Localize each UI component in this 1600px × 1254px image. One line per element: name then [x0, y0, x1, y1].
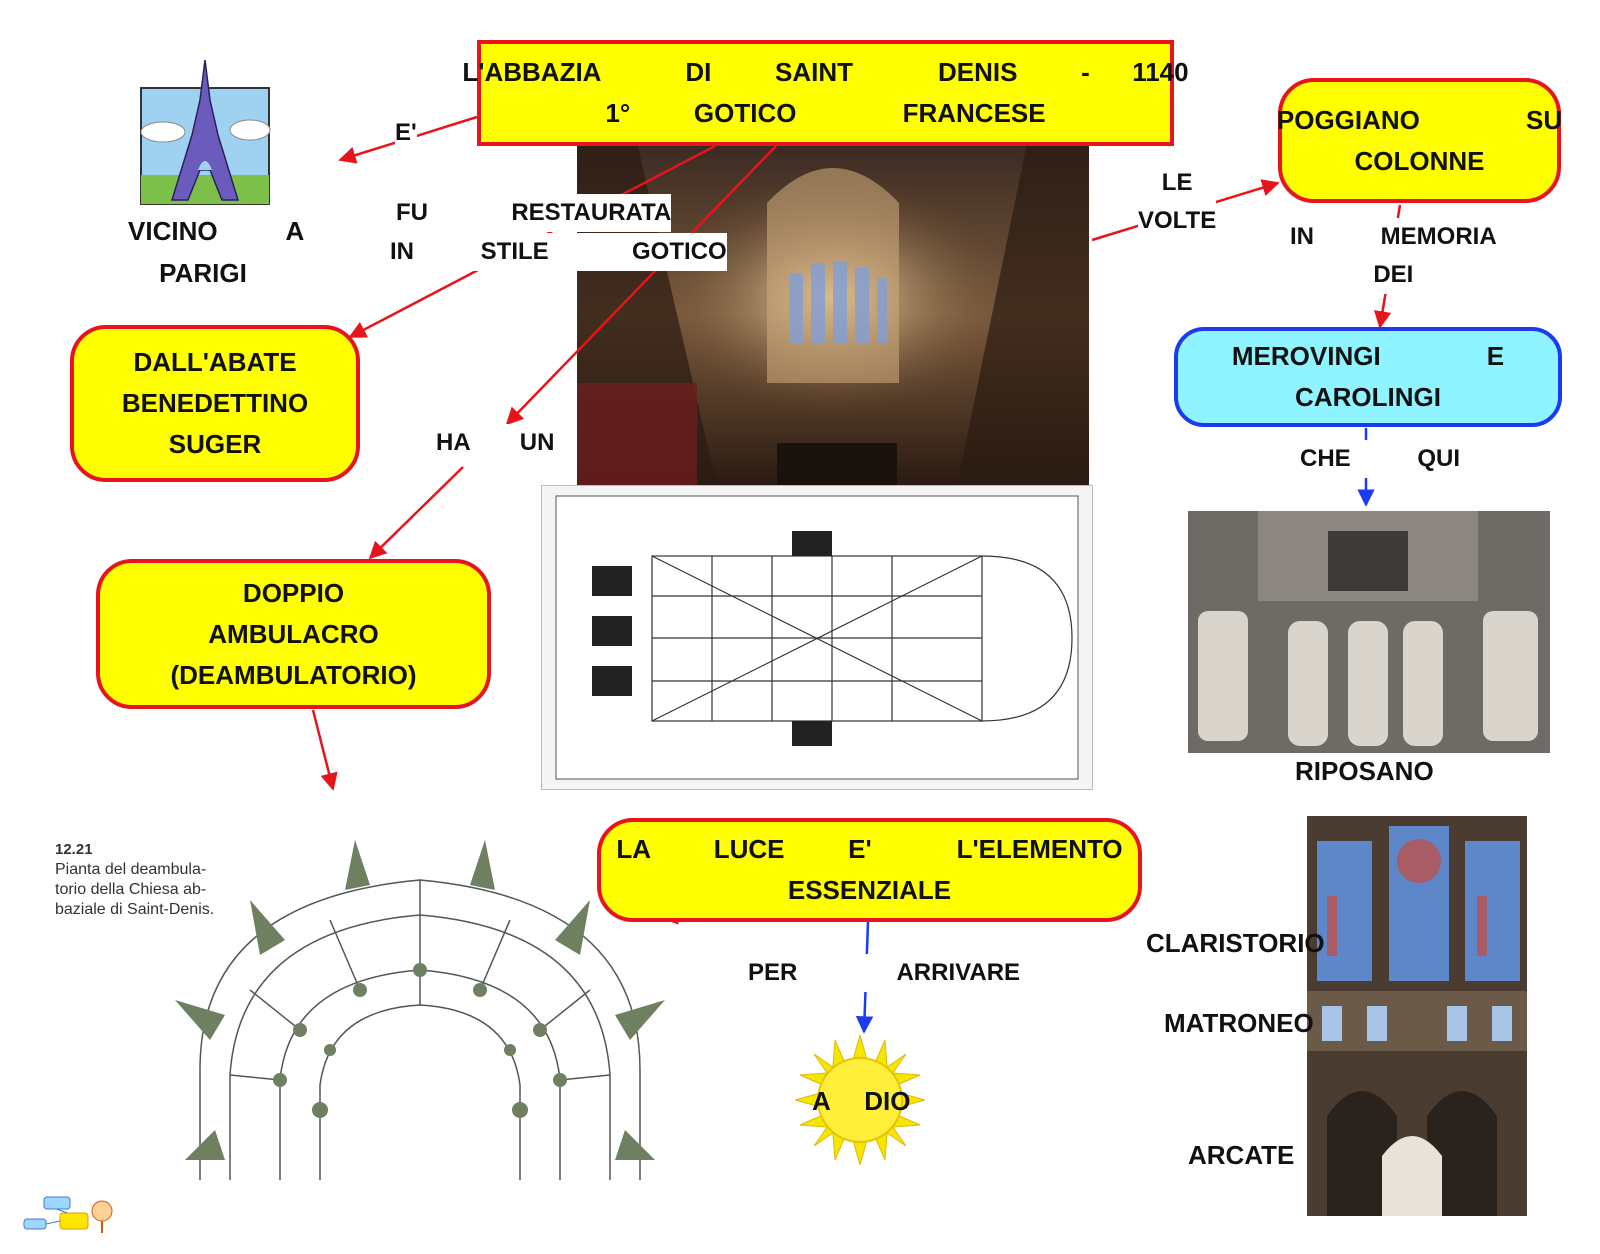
- arrow-ha-un-to-ambulacro: [368, 466, 464, 560]
- label-riposano: RIPOSANO: [1295, 756, 1434, 786]
- label-e: E': [395, 114, 417, 152]
- label-arcate: ARCATE: [1188, 1140, 1295, 1170]
- label-a-dio: A DIO: [812, 1086, 911, 1116]
- figure-caption: 12.21 Pianta del deambula- torio della C…: [55, 840, 245, 920]
- poggiano-node: POGGIANO SU COLONNE: [1277, 78, 1562, 203]
- label-ha-un: HA UN: [436, 424, 555, 462]
- abate-node: DALL'ABATE BENEDETTINO SUGER: [70, 325, 360, 482]
- label-in-memoria-dei: IN MEMORIA DEI: [1290, 218, 1497, 294]
- title-node: L'ABBAZIA DI SAINT DENIS - 1140 1° GOTIC…: [462, 40, 1189, 146]
- sun-icon: [793, 1033, 927, 1167]
- label-matroneo: MATRONEO: [1164, 1008, 1314, 1038]
- church-floor-plan: [541, 485, 1093, 790]
- eiffel-tower-icon: [138, 59, 273, 208]
- label-che-qui: CHE QUI: [1300, 440, 1461, 478]
- label-claristorio: CLARISTORIO: [1146, 928, 1325, 958]
- label-fu-restaurata: FU RESTAURATA: [396, 194, 672, 232]
- label-vicino-a-parigi: VICINO A PARIGI: [128, 216, 305, 288]
- ambulacro-node: DOPPIO AMBULACRO (DEAMBULATORIO): [96, 559, 491, 709]
- tombs-photo: [1188, 511, 1550, 753]
- label-le-volte: LE VOLTE: [1138, 164, 1217, 240]
- luce-node: LA LUCE E' L'ELEMENTO ESSENZIALE: [597, 818, 1142, 922]
- arrow-ambulacro-down: [311, 709, 338, 791]
- arrow-title-to-ha-un: [505, 145, 777, 426]
- label-in-stile-gotico: IN STILE GOTICO: [390, 233, 727, 271]
- figure-text: Pianta del deambula- torio della Chiesa …: [55, 861, 215, 918]
- ambulatory-plan-drawing: [170, 840, 670, 1180]
- figure-number: 12.21: [55, 841, 93, 858]
- label-per-arrivare: PER ARRIVARE: [748, 954, 1021, 992]
- title-line-1: L'ABBAZIA DI SAINT DENIS - 1140: [462, 57, 1189, 87]
- nave-elevation-photo: [1307, 816, 1527, 1216]
- merovingi-node: MEROVINGI E CAROLINGI: [1174, 327, 1562, 427]
- title-line-2: 1° GOTICO FRANCESE: [605, 98, 1046, 128]
- mind-map-logo-icon: [22, 1195, 117, 1235]
